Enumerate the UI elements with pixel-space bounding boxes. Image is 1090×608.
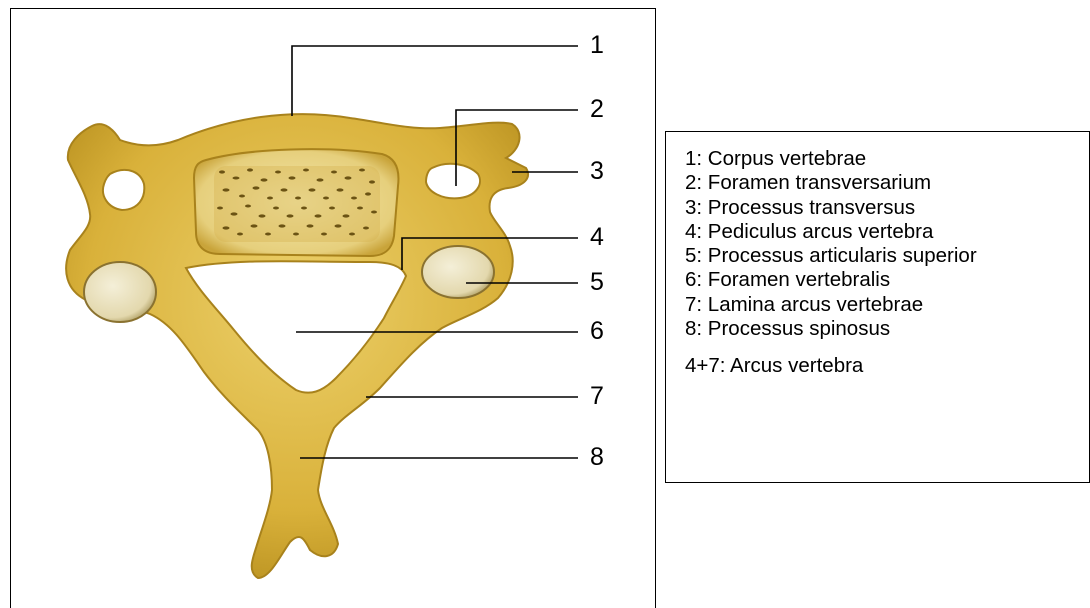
legend-item-7: 7: Lamina arcus vertebrae (685, 293, 1089, 317)
callout-2: 2 (590, 97, 604, 122)
callout-8: 8 (590, 445, 604, 470)
legend-list: 1: Corpus vertebrae 2: Foramen transvers… (685, 147, 1089, 341)
legend-item-8: 8: Processus spinosus (685, 317, 1089, 341)
legend-item-5: 5: Processus articularis superior (685, 244, 1089, 268)
legend-item-1: 1: Corpus vertebrae (685, 147, 1089, 171)
legend-item-2: 2: Foramen transversarium (685, 171, 1089, 195)
legend-note: 4+7: Arcus vertebra (685, 354, 1089, 378)
articular-facet-right (422, 246, 494, 298)
legend-item-6: 6: Foramen vertebralis (685, 268, 1089, 292)
foramen-transversarium-left (103, 170, 144, 210)
leader-line-1 (292, 46, 578, 116)
callout-3: 3 (590, 159, 604, 184)
legend-item-4: 4: Pediculus arcus vertebra (685, 220, 1089, 244)
articular-facet-left (84, 262, 156, 322)
callout-6: 6 (590, 319, 604, 344)
callout-4: 4 (590, 225, 604, 250)
callout-5: 5 (590, 270, 604, 295)
foramen-transversarium-right (426, 164, 480, 199)
callout-7: 7 (590, 384, 604, 409)
callout-1: 1 (590, 33, 604, 58)
vertebra-illustration (0, 0, 660, 594)
legend-box: 1: Corpus vertebrae 2: Foramen transvers… (665, 131, 1090, 483)
legend-item-3: 3: Processus transversus (685, 196, 1089, 220)
